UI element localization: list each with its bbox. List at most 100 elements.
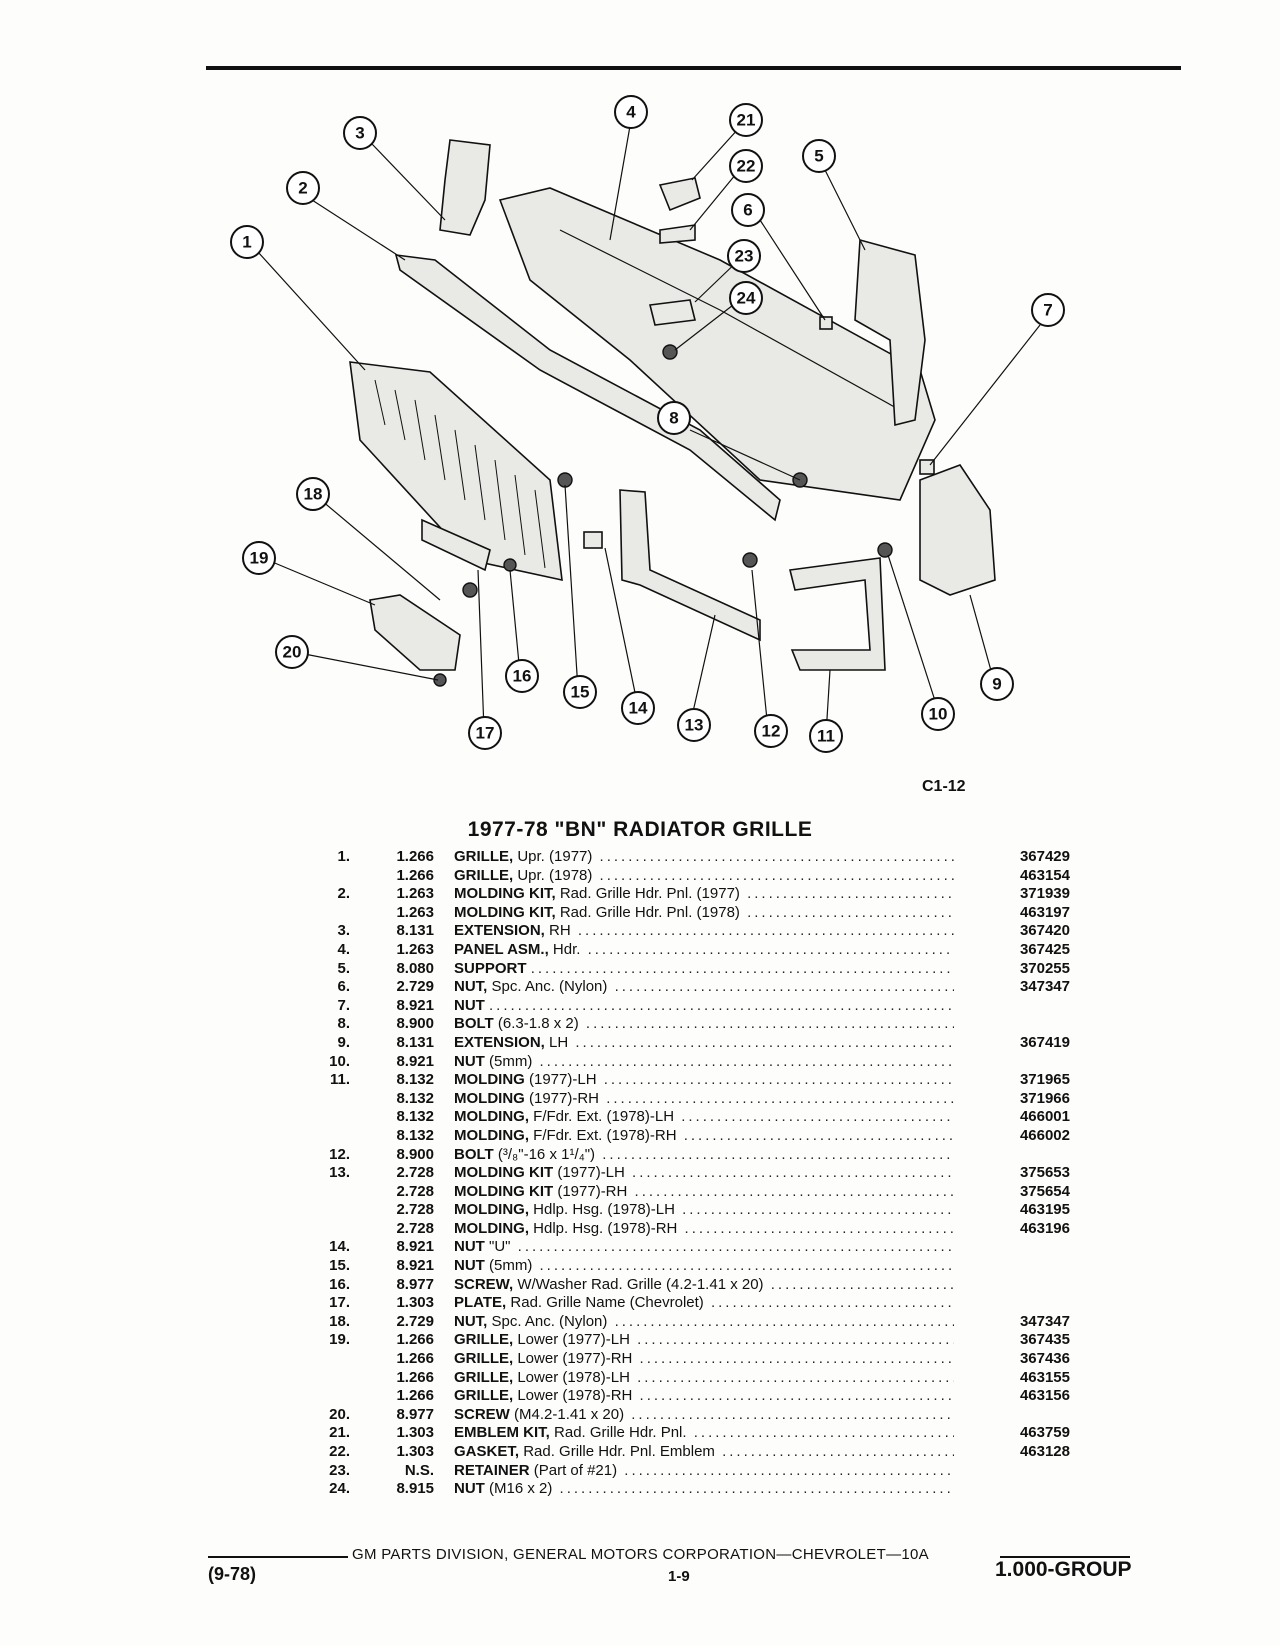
footer-group: 1.000-GROUP — [995, 1558, 1132, 1581]
svg-text:16: 16 — [513, 667, 532, 686]
part-description: SCREW, W/Washer Rad. Grille (4.2-1.41 x … — [434, 1276, 954, 1295]
part-name: NUT — [454, 1480, 485, 1498]
leader-dots: ........................................… — [530, 959, 954, 977]
part-detail: (5mm) — [489, 1052, 533, 1070]
callout-19: 19 — [242, 541, 276, 575]
header-panel-drawing — [498, 187, 936, 501]
part-description: GRILLE, Lower (1977)-LH ................… — [434, 1331, 954, 1350]
part-detail: Hdlp. Hsg. (1978)-RH — [533, 1219, 678, 1237]
leader-dots: ........................................… — [631, 1405, 954, 1423]
part-detail: W/Washer Rad. Grille (4.2-1.41 x 20) — [517, 1275, 764, 1293]
part-name: PLATE, — [454, 1294, 507, 1312]
svg-text:9: 9 — [992, 675, 1001, 694]
leader-dots: ........................................… — [681, 1108, 954, 1126]
leader-dots: ........................................… — [637, 1368, 954, 1386]
exploded-parts-diagram: 1 2 3 4 5 6 7 8 9 10 11 12 13 14 15 16 1… — [230, 95, 1065, 753]
part-number: 347347 — [1019, 978, 1070, 996]
ref-number — [300, 904, 350, 923]
part-number: 367419 — [1019, 1033, 1070, 1051]
part-name: GRILLE, — [454, 866, 514, 884]
upper-grille-drawing — [349, 361, 563, 582]
svg-text:2: 2 — [298, 179, 307, 198]
part-detail: Rad. Grille Hdr. Pnl. — [554, 1424, 687, 1442]
part-detail: Upr. (1977) — [517, 848, 593, 865]
group-number: 8.131 — [396, 1033, 434, 1051]
part-description: GRILLE, Upr. (1978) ....................… — [434, 867, 954, 886]
leader-dots: ........................................… — [614, 978, 954, 996]
leader-dots: ........................................… — [603, 1071, 954, 1089]
extension-lh-drawing — [919, 464, 996, 596]
group-number: 8.921 — [396, 996, 434, 1014]
parts-row: 23.N.S.RETAINER (Part of #21) ..........… — [300, 1462, 1080, 1481]
part-description: MOLDING, Hdlp. Hsg. (1978)-RH ..........… — [434, 1220, 954, 1239]
group-number: 8.921 — [396, 1238, 434, 1256]
group-number: 2.729 — [396, 978, 434, 996]
part-detail: Upr. (1978) — [517, 866, 593, 884]
part-name: EXTENSION, — [454, 1033, 545, 1051]
part-description: BOLT (³/₈"-16 x 1¹/₄") .................… — [434, 1146, 954, 1165]
part-name: NUT — [454, 1257, 485, 1275]
group-number: 8.132 — [396, 1108, 434, 1126]
callout-13: 13 — [677, 708, 711, 742]
callout-1: 1 — [230, 225, 264, 259]
part-name: MOLDING KIT, — [454, 903, 556, 921]
callout-14: 14 — [621, 691, 655, 725]
group-number: 2.728 — [396, 1219, 434, 1237]
part-name: GRILLE, — [454, 1331, 514, 1349]
part-detail: Spc. Anc. (Nylon) — [491, 1312, 608, 1330]
part-number: 466001 — [1019, 1108, 1070, 1126]
svg-text:17: 17 — [476, 724, 495, 743]
part-detail: (1977)-RH — [557, 1182, 628, 1200]
part-description: MOLDING (1977)-LH ......................… — [434, 1071, 954, 1090]
group-number: 1.263 — [396, 940, 434, 958]
part-number — [954, 1238, 1074, 1257]
group-number: 1.303 — [396, 1443, 434, 1460]
leader-dots: ........................................… — [682, 1201, 954, 1219]
part-number: 367425 — [1019, 940, 1070, 958]
part-number: 463128 — [1019, 1443, 1070, 1460]
ref-number: 8. — [337, 1015, 350, 1033]
ref-number: 2. — [337, 885, 350, 903]
ref-number — [300, 1127, 350, 1146]
part-detail: Lower (1977)-LH — [517, 1331, 630, 1349]
part-name: MOLDING KIT, — [454, 885, 556, 903]
part-number — [954, 1406, 1074, 1425]
part-number — [954, 1294, 1074, 1313]
leader-dots: ........................................… — [639, 1387, 954, 1405]
ref-number — [300, 1183, 350, 1202]
part-number: 375653 — [1019, 1164, 1070, 1182]
svg-text:6: 6 — [743, 201, 752, 220]
part-number: 367420 — [1019, 922, 1070, 940]
group-number: 1.263 — [396, 903, 434, 921]
part-name: MOLDING, — [454, 1219, 529, 1237]
part-description: NUT "U" ................................… — [434, 1238, 954, 1257]
part-number — [954, 1480, 1074, 1499]
footer-page-number: 1-9 — [668, 1568, 690, 1585]
leader-dots: ........................................… — [599, 866, 954, 884]
part-name: MOLDING — [454, 1089, 525, 1107]
part-detail: RH — [549, 922, 571, 940]
svg-text:1: 1 — [242, 233, 251, 252]
svg-text:23: 23 — [735, 247, 754, 266]
part-name: PANEL ASM., — [454, 940, 549, 958]
leader-dots: ........................................… — [489, 996, 954, 1014]
part-number — [954, 1015, 1074, 1034]
svg-text:13: 13 — [685, 716, 704, 735]
ref-number — [300, 1090, 350, 1109]
ref-number: 16. — [329, 1275, 350, 1293]
group-number: 1.303 — [396, 1294, 434, 1312]
ref-number: 9. — [337, 1033, 350, 1051]
part-name: MOLDING KIT — [454, 1164, 554, 1182]
part-detail: Rad. Grille Hdr. Pnl. (1977) — [559, 885, 740, 903]
part-description: GRILLE, Lower (1978)-RH ................… — [434, 1387, 954, 1406]
nameplate-drawing — [421, 518, 491, 572]
ref-number: 23. — [329, 1461, 350, 1479]
footer-division: GM PARTS DIVISION, GENERAL MOTORS CORPOR… — [352, 1546, 929, 1563]
ref-number: 24. — [329, 1480, 350, 1498]
